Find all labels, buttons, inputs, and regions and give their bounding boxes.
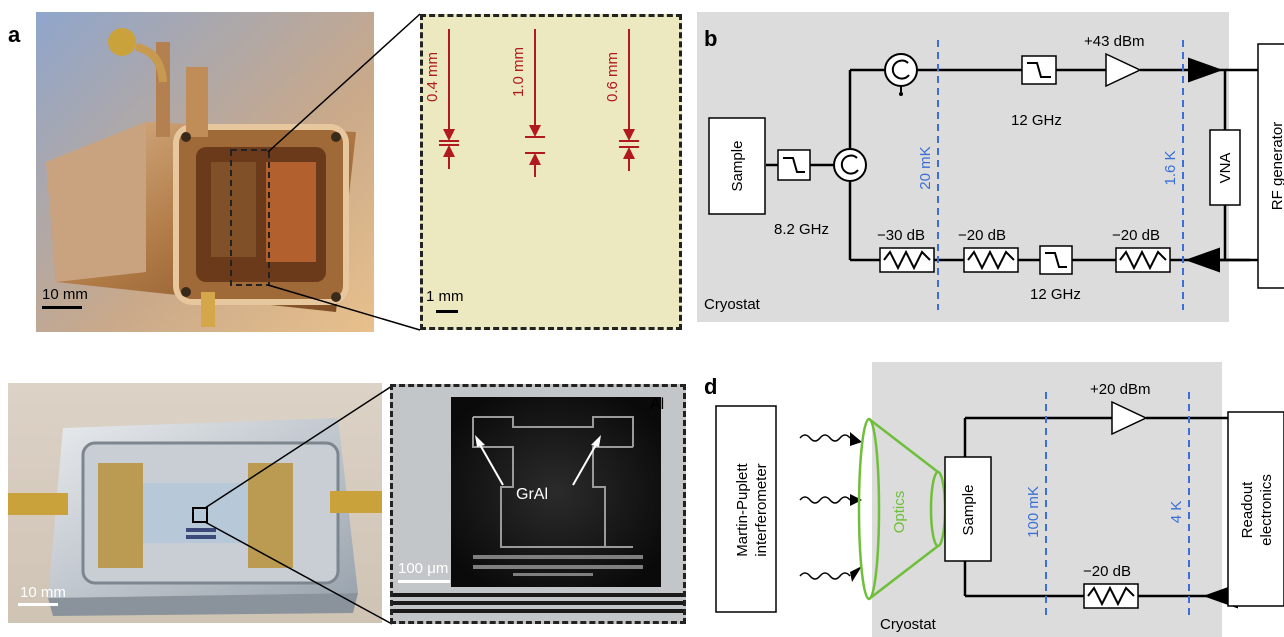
optics-label: Optics [891, 491, 908, 534]
vna-label: VNA [1217, 153, 1234, 184]
panel-c-photo [8, 383, 382, 623]
amp-label-b: +43 dBm [1084, 33, 1144, 50]
panel-c-scale-bar [18, 603, 58, 606]
cryostat-label-d: Cryostat [880, 616, 937, 633]
att-label-20db-2: −20 dB [1112, 227, 1160, 244]
panel-c-inset-scale-bar [398, 580, 450, 583]
interferometer-box [715, 405, 777, 613]
panel-c-inset-scale-label: 100 μm [398, 560, 449, 577]
att-label-30db: −30 dB [877, 227, 925, 244]
sample-box-d [944, 456, 992, 562]
attenuator-30db [879, 247, 935, 273]
interferometer-label-2: interferometer [753, 463, 770, 556]
rf-generator-label: RF generator [1269, 122, 1284, 210]
label-gral: GrAl [516, 486, 548, 503]
amplifier-b [1105, 52, 1142, 88]
gap-label-2: 1.0 mm [510, 47, 527, 97]
label-al: Al [650, 396, 665, 413]
panel-a-inset: 0.4 mm 1.0 mm 0.6 mm [420, 14, 682, 330]
filter-label-12ghz-top: 12 GHz [1011, 112, 1062, 129]
sample-label-b: Sample [729, 141, 746, 192]
panel-c-inset [390, 384, 686, 624]
optics-lens [857, 417, 947, 601]
rf-generator-box [1257, 43, 1284, 289]
sample-holder-photo [36, 12, 374, 332]
panel-b-letter: b [704, 26, 718, 51]
attenuator-20db-2 [1115, 247, 1171, 273]
readout-box [1227, 411, 1284, 607]
panel-a-inset-scale-bar [436, 310, 458, 313]
sample-box-b [708, 117, 766, 215]
cryostat-label-b: Cryostat [704, 296, 761, 313]
readout-label-2: electronics [1258, 474, 1275, 546]
panel-a-scale-label: 10 mm [42, 286, 88, 303]
panel-a-scale-bar [42, 306, 82, 309]
filter-label-12ghz-bottom: 12 GHz [1030, 286, 1081, 303]
panel-a-inset-scale-label: 1 mm [426, 288, 464, 305]
panel-a-letter: a [8, 22, 21, 47]
amplifier-d [1111, 400, 1148, 436]
gap-label-3: 0.6 mm [604, 52, 621, 102]
panel-d-letter: d [704, 374, 718, 399]
wavy-arrows [799, 434, 851, 580]
panel-a-photo [36, 12, 374, 332]
attenuator-20db-1 [963, 247, 1019, 273]
temp-label-1-6k: 1.6 K [1162, 150, 1179, 185]
temp-label-20mk: 20 mK [917, 146, 934, 189]
interferometer-label-1: Martin-Puplett [734, 462, 751, 556]
filter-label-8-2ghz: 8.2 GHz [774, 221, 829, 238]
gap-label-1: 0.4 mm [424, 52, 441, 102]
temp-label-100mk: 100 mK [1025, 486, 1042, 538]
temp-label-4k: 4 K [1168, 501, 1185, 524]
sample-label-d: Sample [960, 485, 977, 536]
panel-c-scale-label: 10 mm [20, 584, 66, 601]
att-label-d: −20 dB [1083, 563, 1131, 580]
amp-label-d: +20 dBm [1090, 381, 1150, 398]
readout-label-1: Readout [1239, 481, 1256, 539]
vna-box [1209, 129, 1241, 206]
circulator-lower [833, 148, 867, 182]
att-label-20db-1: −20 dB [958, 227, 1006, 244]
attenuator-d [1083, 583, 1139, 609]
gap-arrow-down-1 [443, 129, 455, 141]
